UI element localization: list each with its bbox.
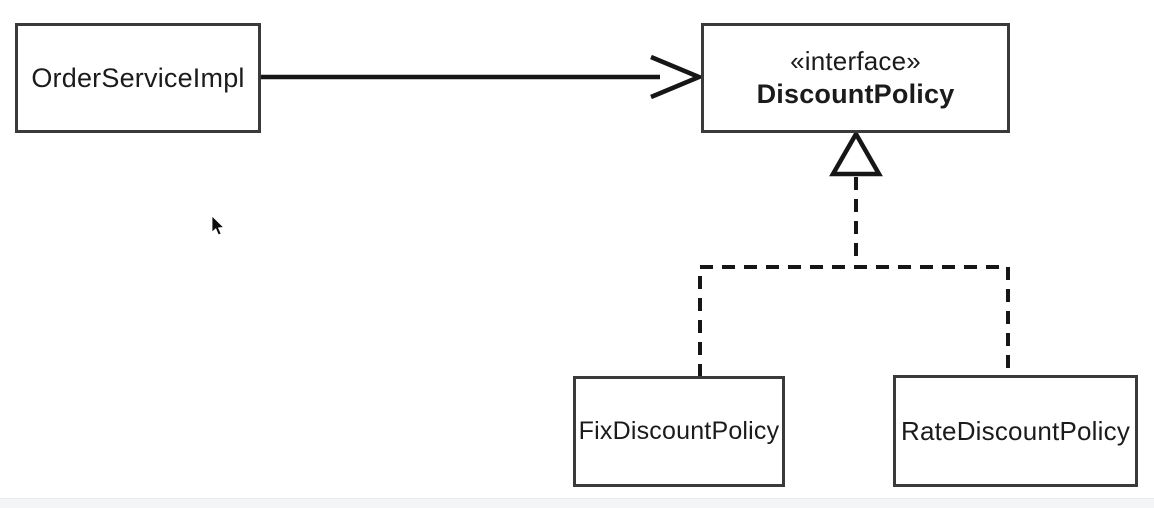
node-discount-policy-interface: «interface» DiscountPolicy bbox=[701, 23, 1010, 133]
node-label: OrderServiceImpl bbox=[31, 62, 245, 93]
interface-stereotype-label: «interface» bbox=[790, 46, 921, 76]
node-rate-discount-policy: RateDiscountPolicy bbox=[893, 375, 1138, 487]
mouse-pointer-icon bbox=[211, 216, 225, 236]
dependency-arrow bbox=[261, 54, 705, 100]
open-arrowhead-icon bbox=[650, 54, 705, 100]
realization-dashed-lines bbox=[698, 177, 1010, 377]
node-order-service-impl: OrderServiceImpl bbox=[15, 23, 261, 133]
bottom-edge-band bbox=[0, 498, 1154, 508]
hollow-triangle-icon bbox=[829, 129, 883, 177]
node-fix-discount-policy: FixDiscountPolicy bbox=[573, 376, 785, 487]
node-label: FixDiscountPolicy bbox=[578, 417, 780, 445]
node-label: RateDiscountPolicy bbox=[900, 415, 1131, 446]
node-label: DiscountPolicy bbox=[756, 79, 955, 109]
